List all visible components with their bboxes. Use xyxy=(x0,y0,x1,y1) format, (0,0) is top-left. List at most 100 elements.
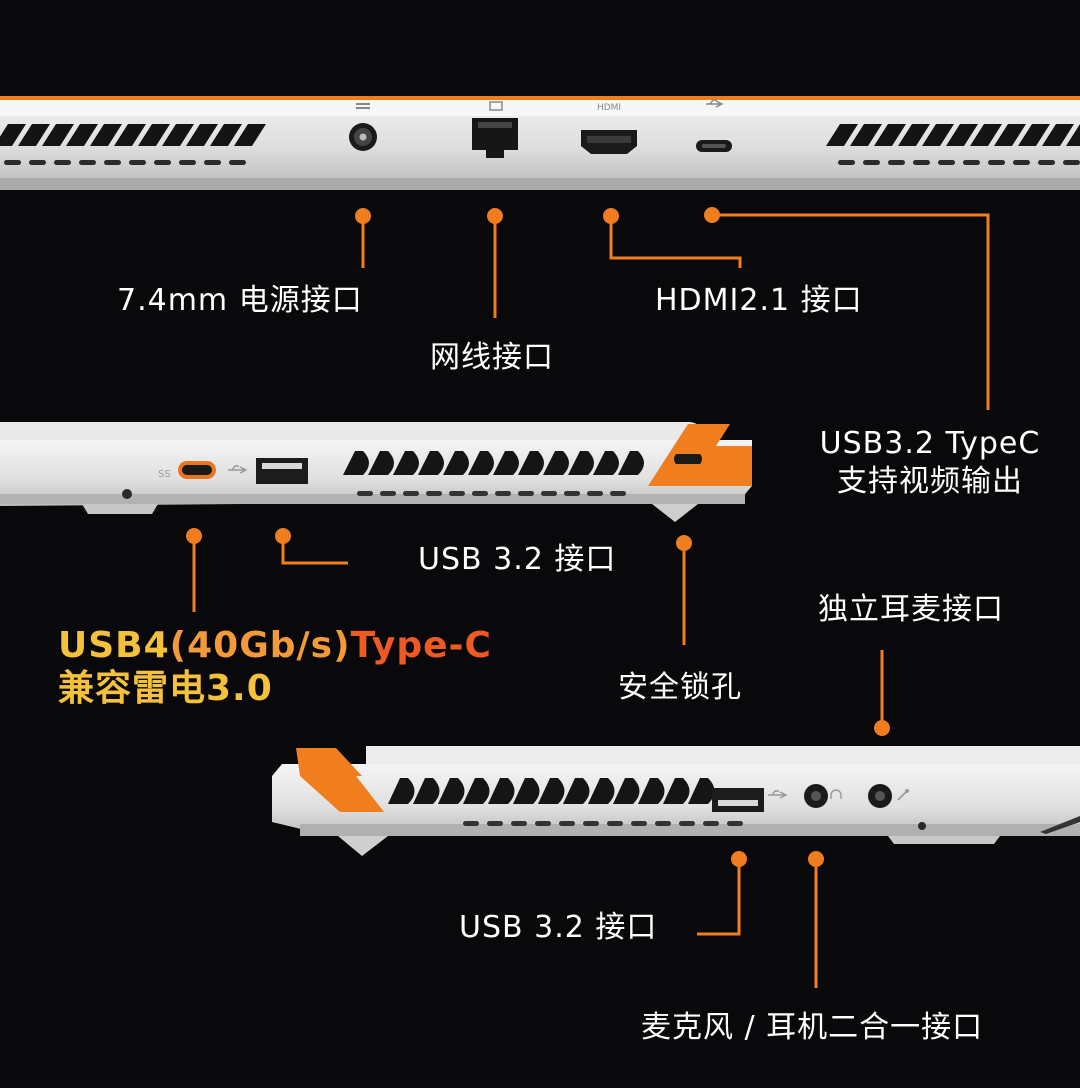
right-led xyxy=(918,822,926,830)
vent-fin xyxy=(42,124,74,146)
vent-slot xyxy=(963,160,980,165)
vent-fin xyxy=(90,124,122,146)
callout-dots xyxy=(186,207,890,867)
vent-slot xyxy=(587,491,603,496)
vent-slot xyxy=(449,491,465,496)
microphone-icon xyxy=(897,789,909,801)
vent-slot xyxy=(129,160,146,165)
led-indicator xyxy=(122,489,132,499)
vent-fin xyxy=(663,778,690,804)
vent-slot xyxy=(104,160,121,165)
vent-fin xyxy=(513,778,540,804)
vent-slot xyxy=(154,160,171,165)
vent-fin xyxy=(368,451,394,475)
vent-slot xyxy=(583,821,599,826)
vent-fin xyxy=(970,124,1002,146)
vent-fin xyxy=(493,451,519,475)
vent-fin xyxy=(874,124,906,146)
vent-slot xyxy=(863,160,880,165)
hdmi-icon: HDMI xyxy=(597,103,621,113)
right-orange-corner xyxy=(296,748,384,812)
vent-slot xyxy=(1063,160,1080,165)
vent-slot xyxy=(29,160,46,165)
vent-slot xyxy=(518,491,534,496)
usb4-typec-port xyxy=(178,461,216,479)
vent-fin xyxy=(468,451,494,475)
vent-slot xyxy=(79,160,96,165)
label-combo-jack: 麦克风 / 耳机二合一接口 xyxy=(641,1010,984,1045)
left-vent-slots xyxy=(357,491,626,496)
right-lid xyxy=(366,746,1080,766)
vent-fin xyxy=(518,451,544,475)
power-dc-icon xyxy=(356,103,370,109)
vent-fin xyxy=(388,778,415,804)
power-port xyxy=(349,123,377,151)
left-lid xyxy=(0,422,700,440)
vent-slot xyxy=(703,821,719,826)
vent-slot xyxy=(838,160,855,165)
vent-fin xyxy=(418,451,444,475)
vent-fin xyxy=(946,124,978,146)
left-rear-foot xyxy=(82,504,158,514)
vent-fin xyxy=(1066,124,1080,146)
vent-fin xyxy=(826,124,858,146)
vent-slot xyxy=(472,491,488,496)
label-ethernet-port: 网线接口 xyxy=(430,340,554,375)
vent-fin xyxy=(543,451,569,475)
right-rear-vent xyxy=(1040,816,1080,834)
vent-slot xyxy=(988,160,1005,165)
vent-fin xyxy=(343,451,369,475)
vent-fin xyxy=(234,124,266,146)
mic-jack xyxy=(868,784,892,808)
vent-fin xyxy=(0,124,26,146)
vent-slot xyxy=(463,821,479,826)
vent-slot xyxy=(938,160,955,165)
label-typec-line2: 支持视频输出 xyxy=(837,463,1023,499)
label-usb4-typec: USB4(40Gb/s)Type-C 兼容雷电3.0 xyxy=(58,624,492,710)
vent-slot xyxy=(1013,160,1030,165)
usb-a-port xyxy=(712,788,764,812)
vent-fin xyxy=(210,124,242,146)
vent-slot xyxy=(727,821,743,826)
right-vent-slots xyxy=(463,821,743,826)
usb4-line2: 兼容雷电3.0 xyxy=(58,668,273,710)
vent-fin xyxy=(898,124,930,146)
rear-view: HDMI xyxy=(0,96,1080,190)
usb-icon xyxy=(768,790,788,799)
vent-slot xyxy=(4,160,21,165)
vent-slot xyxy=(511,821,527,826)
left-vent xyxy=(343,451,644,475)
vent-slot xyxy=(229,160,246,165)
vent-fin xyxy=(593,451,619,475)
vent-slot xyxy=(495,491,511,496)
usb4-part1: USB4 xyxy=(58,625,170,666)
vent-fin xyxy=(488,778,515,804)
vent-fin xyxy=(18,124,50,146)
headphone-icon xyxy=(830,789,842,799)
vent-fin xyxy=(138,124,170,146)
vent-slot xyxy=(559,821,575,826)
vent-fin xyxy=(438,778,465,804)
ethernet-port xyxy=(472,118,518,158)
vent-slot xyxy=(54,160,71,165)
vent-fin xyxy=(613,778,640,804)
vent-slot xyxy=(380,491,396,496)
rear-left-slots xyxy=(4,160,246,165)
callout-left-usb xyxy=(281,536,348,565)
label-power-port: 7.4mm 电源接口 xyxy=(117,283,363,318)
vent-fin xyxy=(114,124,146,146)
usb4-line1: USB4(40Gb/s)Type-C xyxy=(58,624,492,667)
callout-typec xyxy=(712,213,990,410)
vent-slot xyxy=(204,160,221,165)
callout-right-usb xyxy=(697,859,741,936)
vent-fin xyxy=(1042,124,1074,146)
left-front-foot xyxy=(652,504,698,522)
callouts xyxy=(192,213,990,988)
left-view: SS xyxy=(0,422,752,522)
vent-fin xyxy=(588,778,615,804)
usb-icon xyxy=(228,465,248,474)
vent-slot xyxy=(564,491,580,496)
rear-left-vent xyxy=(0,124,266,146)
